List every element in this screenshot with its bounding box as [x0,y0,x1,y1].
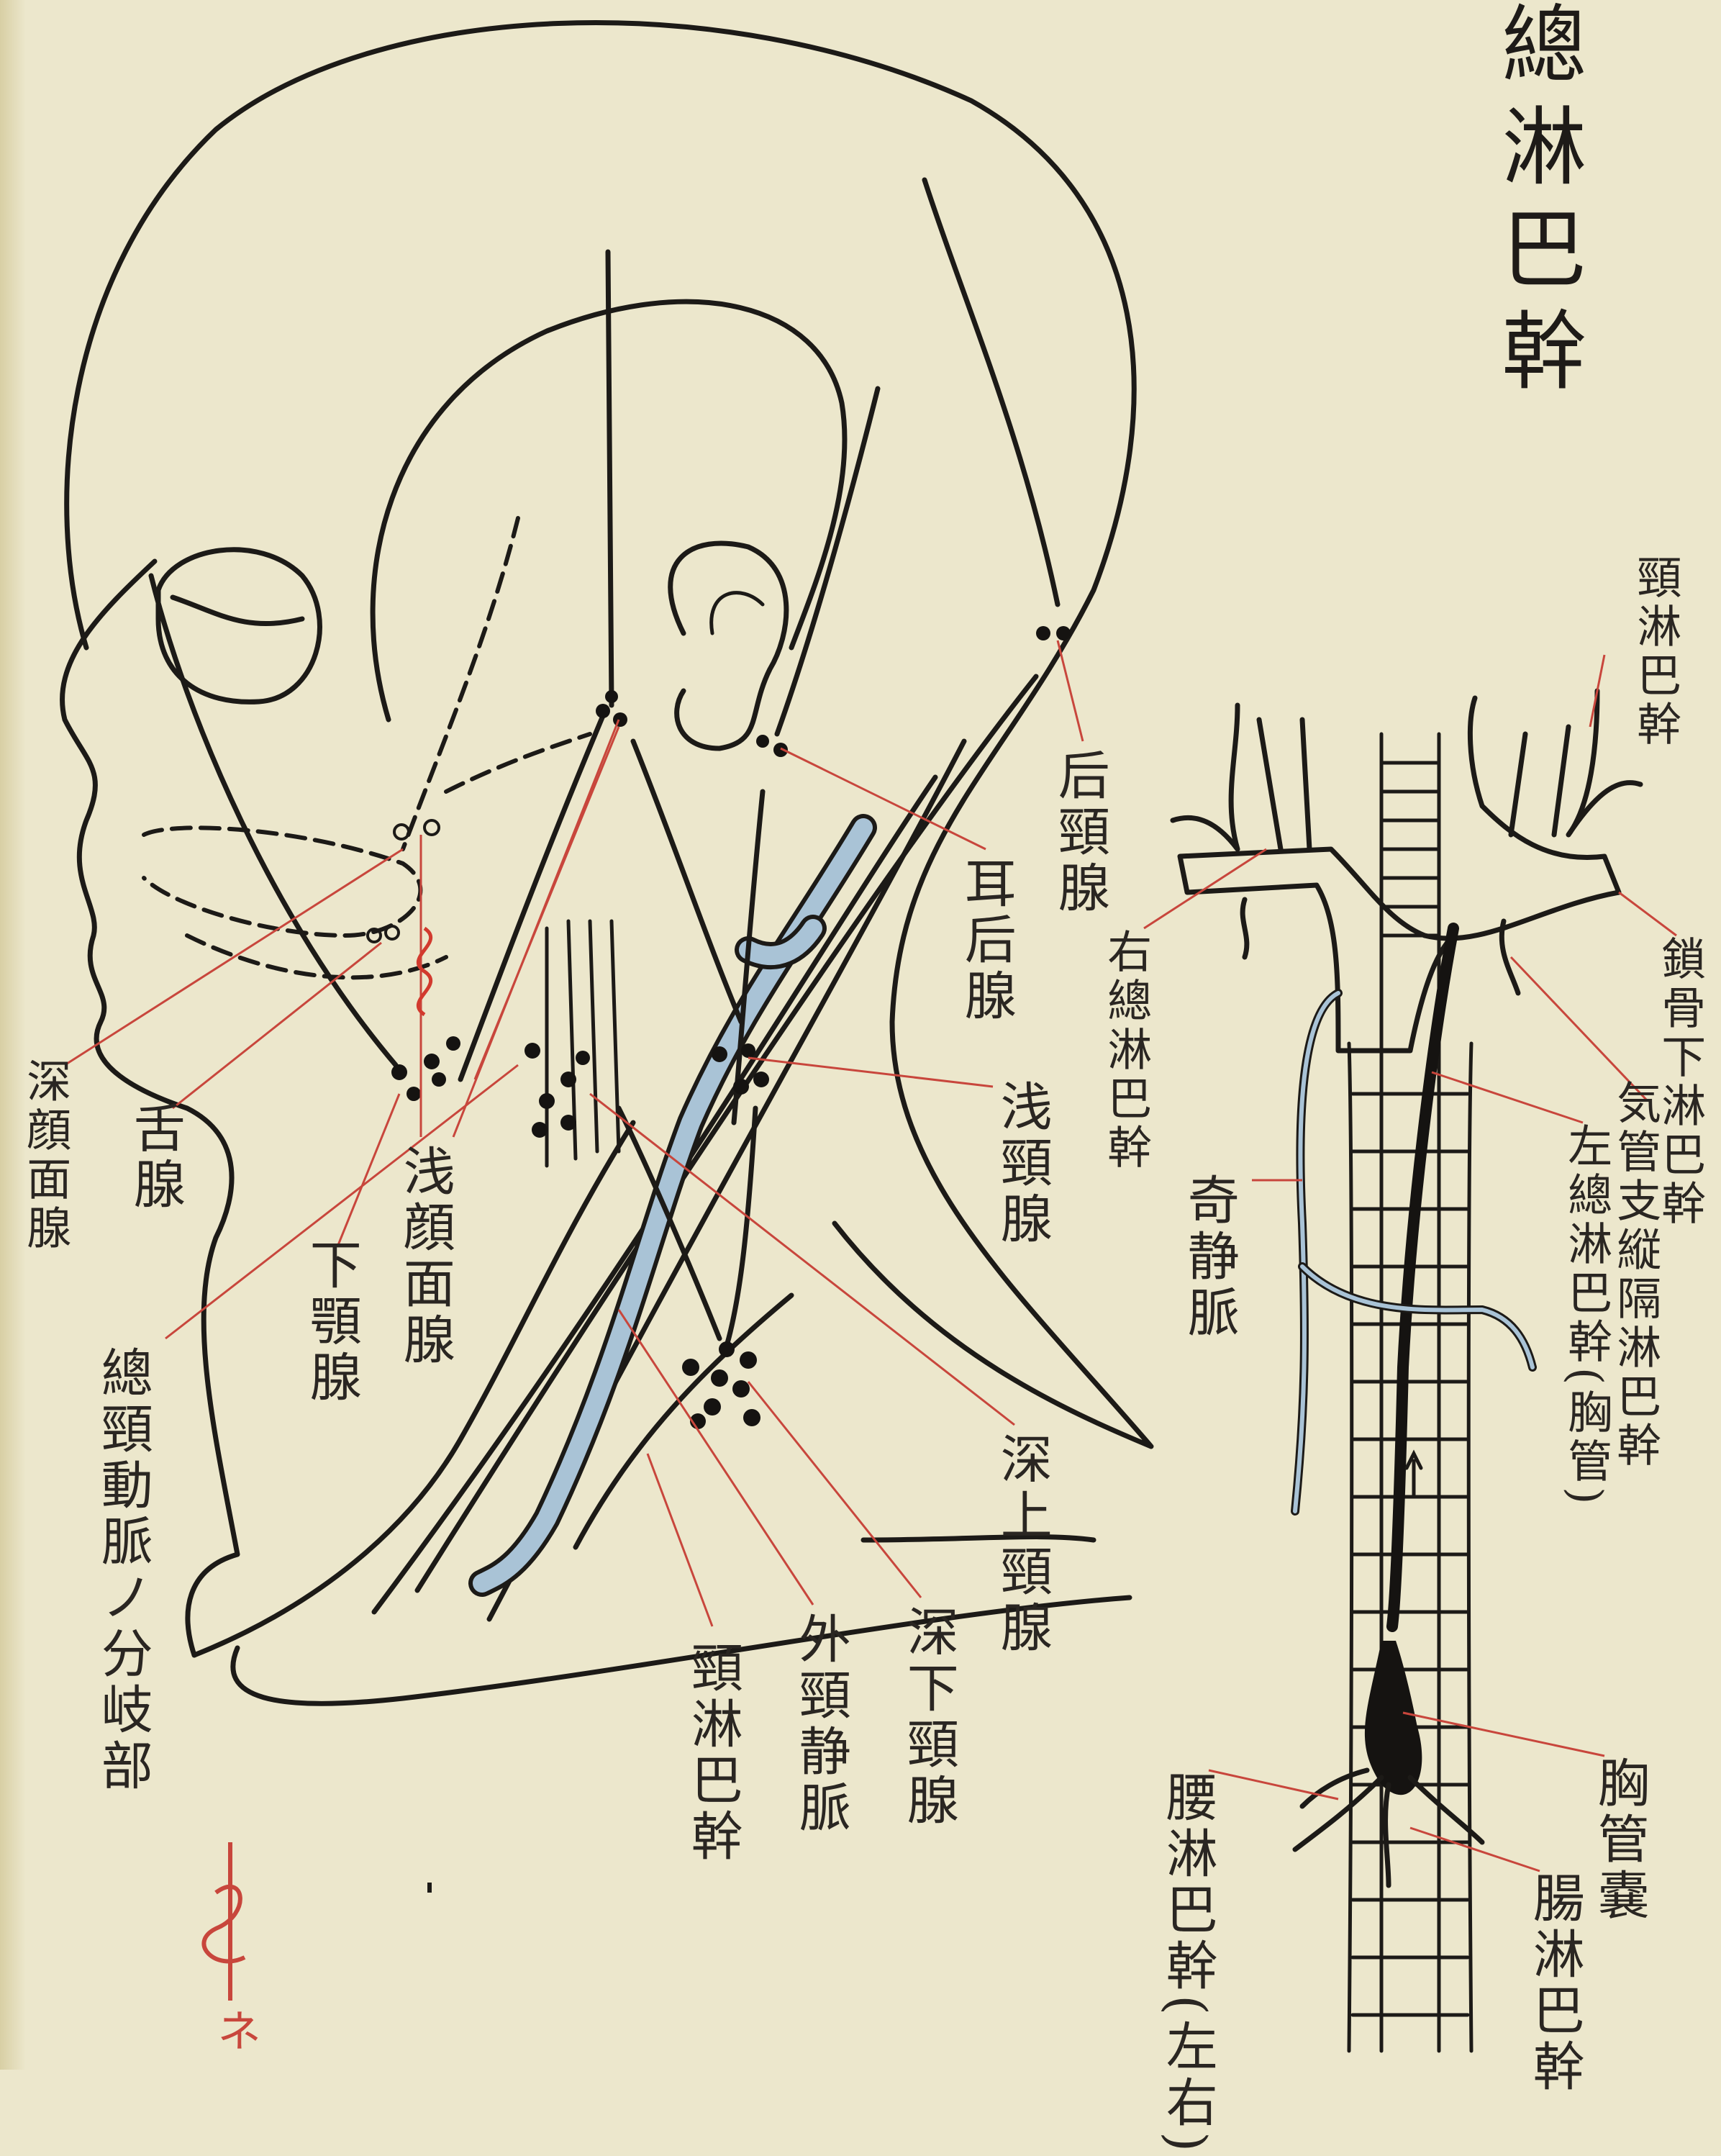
label-submandibular: 下顎腺 [302,1238,359,1406]
jaw-dashed [144,828,420,936]
label-external-jugular: 外頸静脈 [791,1612,848,1836]
seal-text: ネ [210,2008,259,2057]
label-right-total-trunk: 右總淋巴幹 [1101,928,1150,1173]
dashed-vessel-1 [403,518,518,849]
label-mediastinal-trunk: 気管支縦隔淋巴幹 [1610,1079,1659,1471]
node-open-1 [394,825,409,839]
cisterna-chyli-shape [1365,1641,1422,1795]
ink-dot [427,1883,432,1893]
node-cluster-submandibular [391,1036,460,1101]
vessel-branch-l [1173,705,1238,849]
label-lumbar-trunk: 腰淋巴幹(左右) [1158,1770,1215,2156]
dashed-vessel-2 [446,734,590,792]
arrow-to-superficial [633,741,741,1022]
label-superficial-facial: 浅顔面腺 [396,1144,453,1369]
leader-left-total [1432,1072,1583,1123]
node-open-4 [386,926,399,939]
arrow-temporal [777,389,878,734]
title: 總淋巴幹 [1489,0,1583,409]
clavicle-line [863,1537,1094,1540]
ear-inner [712,593,763,633]
label-azygos-vein: 奇静脈 [1180,1173,1237,1341]
sternocleidomastoid [417,676,1036,1590]
vessel-branch-ll [1243,900,1247,957]
leader-lumbar [1209,1770,1338,1799]
eye-line [173,597,302,624]
leader-cisterna [1403,1713,1604,1756]
leader-posterior-cervical [1058,640,1083,741]
leader-deep-lower [748,1382,921,1598]
label-deep-upper-cervical: 深上頸腺 [993,1432,1050,1657]
label-jugular-trunk-bottom: 頸淋巴幹 [684,1641,740,1865]
seal-mark [204,1842,245,2001]
label-left-total-trunk: 左總淋巴幹(胸管) [1561,1123,1610,1508]
arrow-vertex [608,252,612,705]
ear [671,543,786,748]
arrow-parotid [460,712,604,1079]
label-superficial-cervical: 浅頸腺 [993,1079,1050,1248]
node-cluster-retroauricular [756,735,788,757]
label-intestinal-trunk: 腸淋巴幹 [1525,1871,1582,2096]
label-posterior-cervical: 后頸腺 [1050,748,1107,917]
label-deep-facial: 深顔面腺 [20,1058,69,1254]
arrow-from-face [151,576,396,1065]
leader-subclavian [1619,892,1676,936]
thoracic-duct [1392,928,1453,1626]
label-jugular-trunk-top: 頸淋巴幹 [1630,554,1679,750]
right-jugular-branch [1511,727,1568,835]
strap-lines [547,921,619,1166]
brachiocephalic [1180,698,1619,1051]
node-cluster-submental [525,1043,590,1138]
leader-deep-facial [65,849,403,1065]
node-open-2 [424,820,439,835]
label-retroauricular: 耳后腺 [957,856,1014,1025]
label-lingual: 舌腺 [126,1101,183,1213]
label-deep-lower-cervical: 深下頸腺 [899,1605,956,1829]
arrow-deep-2 [727,1108,755,1346]
node-cluster-occipital [1036,626,1071,640]
leader-submandibular [338,1094,399,1245]
label-cisterna-chyli: 胸管嚢 [1590,1756,1647,1924]
left-jugular-branch [1259,720,1309,849]
label-carotid-bifurcation: 總頸動脈ノ分岐部 [94,1346,150,1795]
vessel-branch-rr [1502,921,1518,993]
lumbar-roots [1295,1770,1482,1885]
leader-jugular-trunk [648,1454,712,1626]
duct-arrow [1407,1454,1421,1497]
arrow-occipital [925,180,1058,604]
label-subclavian-trunk: 鎖骨下淋巴幹 [1655,936,1704,1229]
lymph-diagram [0,0,1721,2070]
